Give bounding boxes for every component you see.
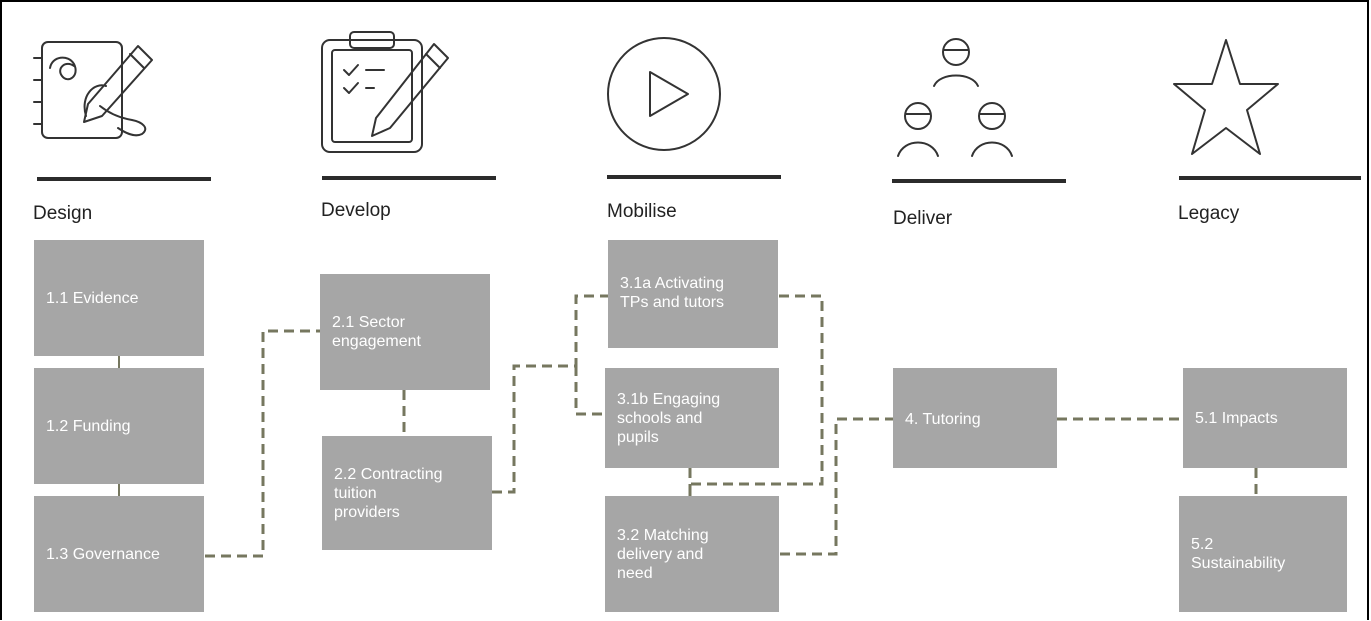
box-2-1-sector-engagement: 2.1 Sector engagement: [320, 274, 490, 390]
box-4-tutoring: 4. Tutoring: [893, 368, 1057, 468]
develop-rule: [322, 176, 496, 180]
phase-label-deliver: Deliver: [893, 208, 953, 229]
box-2-2-contracting: 2.2 Contracting tuition providers: [322, 436, 492, 550]
people-group-icon: [897, 38, 1013, 157]
phase-label-mobilise: Mobilise: [607, 201, 677, 222]
phase-label-develop: Develop: [321, 200, 391, 221]
box-1-1-evidence: 1.1 Evidence: [34, 240, 204, 356]
legacy-rule: [1179, 176, 1361, 180]
connector-2-2-to-3-1b: [492, 294, 608, 494]
deliver-rule: [892, 179, 1066, 183]
phase-label-design: Design: [33, 203, 93, 224]
connector-3-1-branch: [574, 366, 605, 416]
phase-label-legacy: Legacy: [1178, 203, 1240, 224]
box-3-1a-activating: 3.1a Activating TPs and tutors: [608, 240, 778, 348]
star-icon: [1173, 39, 1279, 155]
connector-3-1a-to-3-2: [688, 294, 824, 496]
box-3-2-matching: 3.2 Matching delivery and need: [605, 496, 779, 612]
connector-3-2-to-4: [780, 417, 893, 556]
box-3-1b-engaging: 3.1b Engaging schools and pupils: [605, 368, 779, 468]
design-sketch-icon: [33, 41, 153, 139]
clipboard-pencil-icon: [321, 31, 449, 153]
mobilise-rule: [607, 175, 781, 179]
box-5-1-impacts: 5.1 Impacts: [1183, 368, 1347, 468]
box-1-2-funding: 1.2 Funding: [34, 368, 204, 484]
connector-1-3-to-2-1: [205, 329, 320, 558]
box-5-2-sustainability: 5.2 Sustainability: [1179, 496, 1347, 612]
box-1-3-governance: 1.3 Governance: [34, 496, 204, 612]
play-icon: [607, 37, 721, 151]
design-rule: [37, 177, 211, 181]
